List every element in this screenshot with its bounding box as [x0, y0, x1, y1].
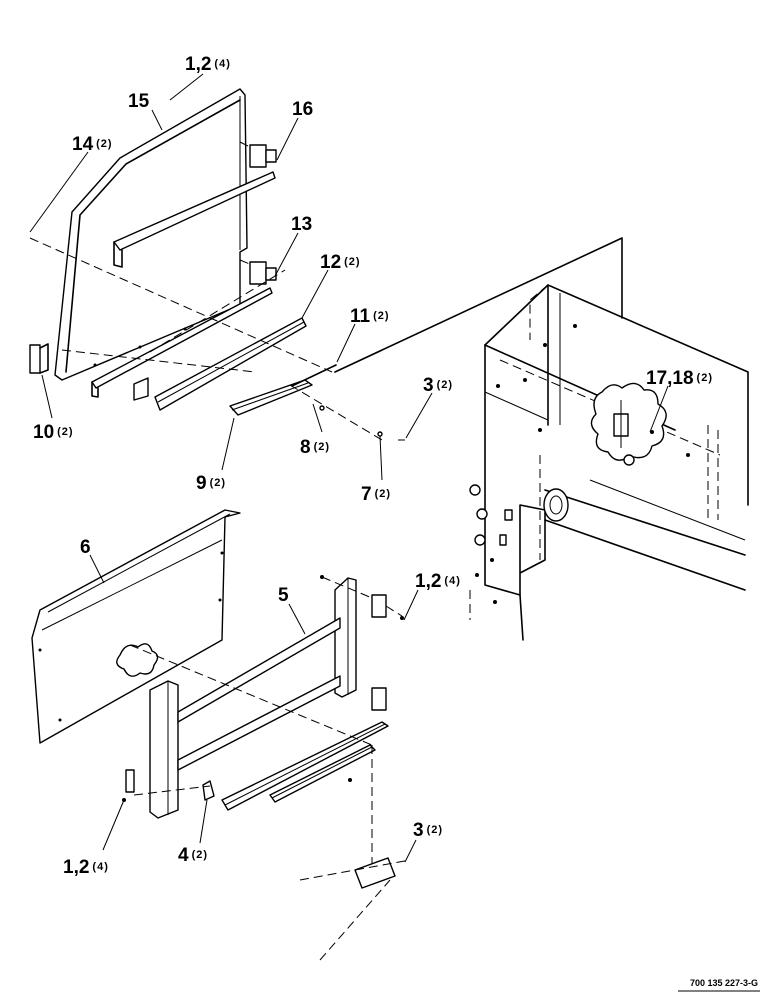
callout-11: 11(2): [350, 306, 390, 327]
callout-13: 13: [291, 214, 312, 235]
callout-5: 5: [278, 585, 289, 606]
upper-rods-and-hinges: [91, 144, 383, 437]
lower-frame: [122, 575, 404, 819]
upper-dashed-leaders: [29, 141, 405, 441]
callout-17-18: 17,18(2): [646, 368, 713, 389]
callout-15: 15: [128, 91, 150, 112]
callout-3-top: 3(2): [423, 375, 453, 396]
callout-8: 8(2): [300, 437, 330, 458]
callout-1-2-top: 1,2(4): [185, 54, 231, 75]
lower-shield-panel: [31, 509, 241, 744]
callout-6: 6: [80, 537, 91, 558]
lower-dashed-leaders: [129, 576, 411, 961]
callout-14: 14(2): [72, 134, 113, 155]
callout-1-2-bottom: 1,2(4): [63, 857, 109, 878]
callout-12: 12(2): [320, 252, 361, 273]
callout-16: 16: [292, 99, 313, 120]
callout-10: 10(2): [33, 422, 74, 443]
machine-frame: [334, 237, 749, 641]
callout-4: 4(2): [178, 845, 208, 866]
callout-3-bottom: 3(2): [413, 820, 443, 841]
drawing-reference-number: 700 135 227-3-G: [690, 978, 758, 988]
callout-7: 7(2): [361, 484, 391, 505]
callout-1-2-right: 1,2(4): [415, 571, 461, 592]
callout-9: 9(2): [196, 473, 226, 494]
callout-labels: 1,2(4) 15 16 14(2) 13 12(2) 11(2) 3(2) 1…: [33, 54, 713, 878]
leader-lines: [29, 73, 669, 863]
